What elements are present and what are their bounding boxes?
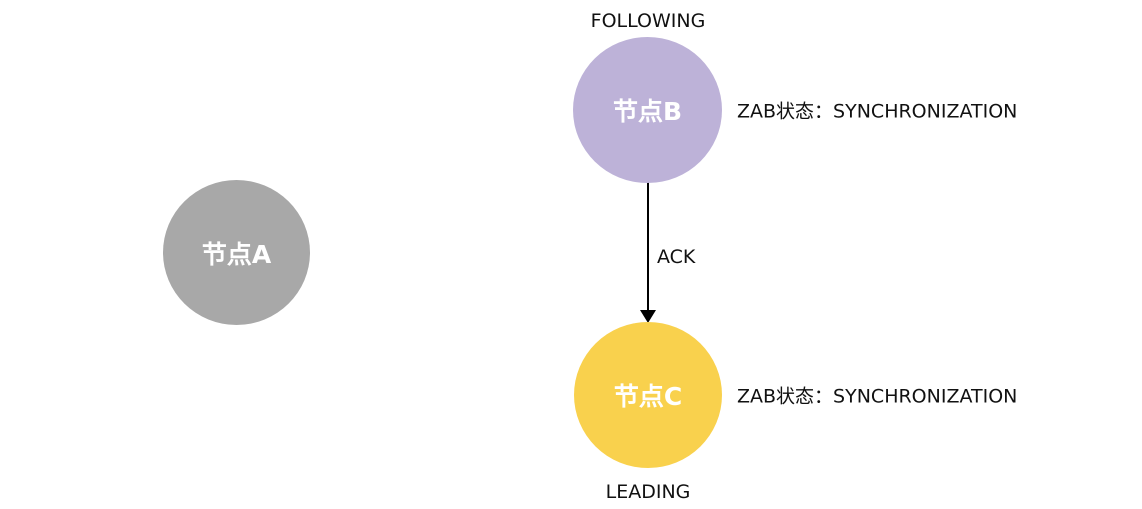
node-c-status: ZAB状态：SYNCHRONIZATION xyxy=(737,385,1018,408)
node-a[interactable]: 节点A xyxy=(163,180,310,325)
arrowhead-icon xyxy=(640,310,656,323)
node-b-status: ZAB状态：SYNCHRONIZATION xyxy=(737,100,1018,123)
node-a-label: 节点A xyxy=(201,239,272,269)
node-c[interactable]: 节点C xyxy=(574,322,722,468)
node-b-role: FOLLOWING xyxy=(590,10,706,32)
node-b-label: 节点B xyxy=(612,97,683,126)
node-c-role: LEADING xyxy=(605,481,691,503)
node-c-label: 节点C xyxy=(613,382,683,411)
edge-label: ACK xyxy=(657,246,696,268)
node-b[interactable]: 节点B xyxy=(573,37,722,183)
